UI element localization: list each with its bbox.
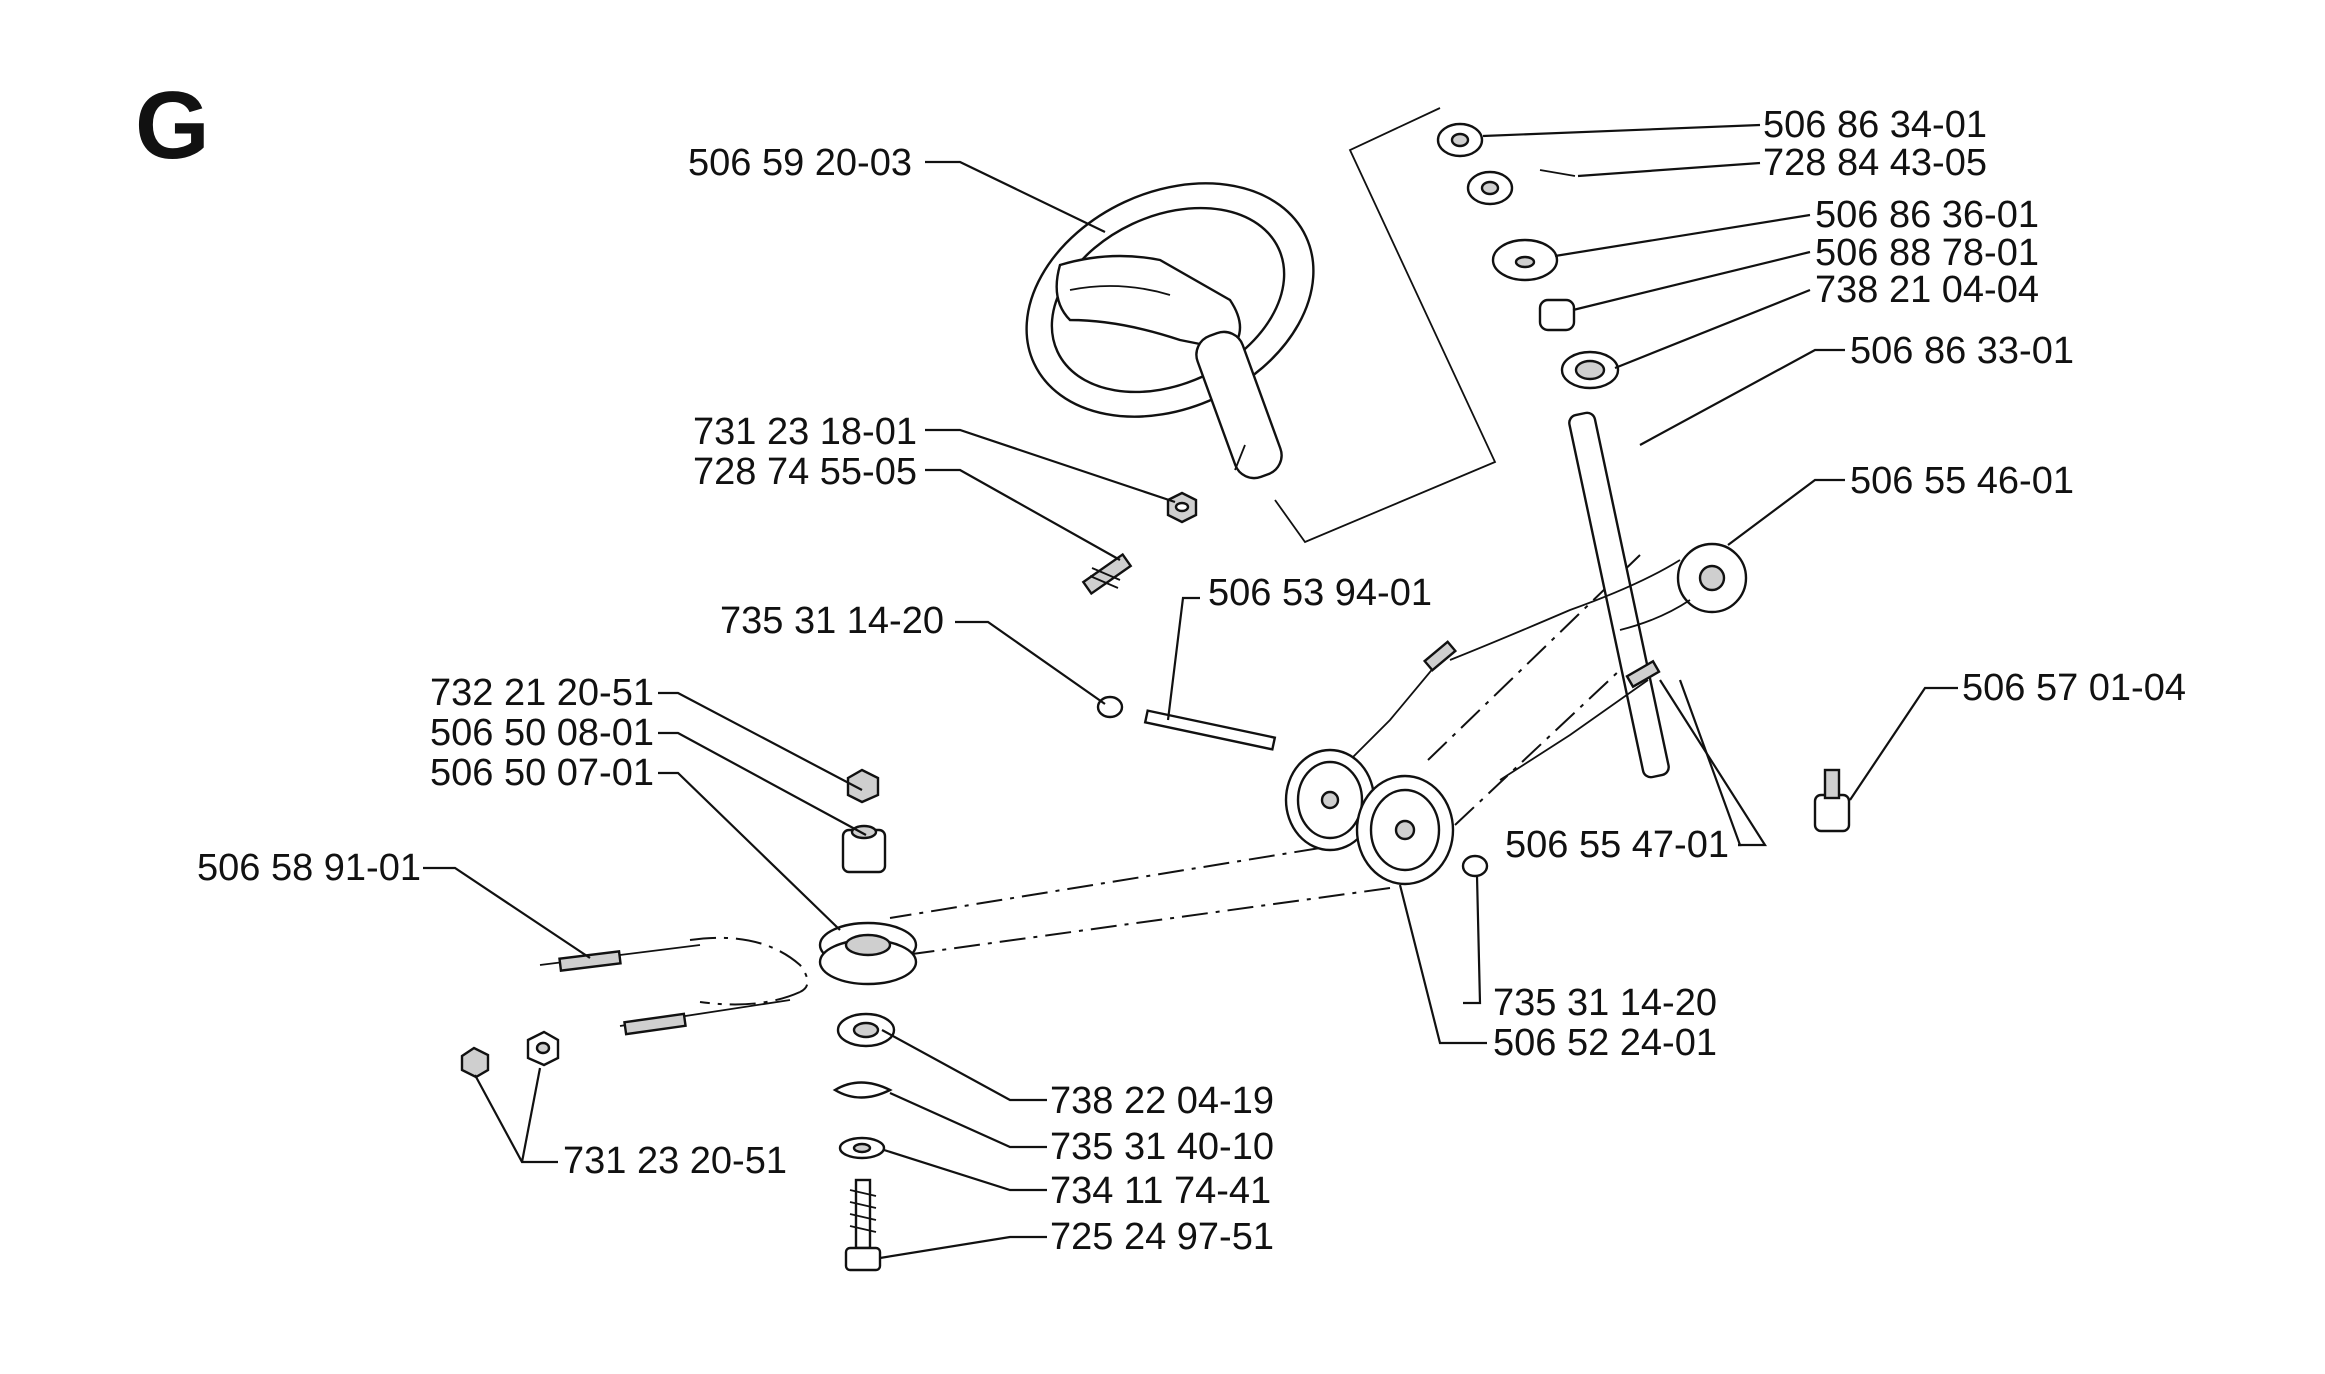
nut-731-23-18-01 bbox=[1166, 491, 1198, 524]
assembly-lines bbox=[689, 554, 1641, 1006]
nuts-731-23-20-51 bbox=[460, 1030, 560, 1079]
part-label-506-50-07-01: 506 50 07-01 bbox=[430, 752, 654, 794]
part-label-735-31-14-20-upper: 735 31 14-20 bbox=[720, 600, 944, 642]
cables bbox=[539, 640, 1661, 1036]
steering-wheel bbox=[1025, 182, 1315, 480]
part-label-728-74-55-05: 728 74 55-05 bbox=[693, 451, 917, 493]
part-label-506-59-20-03: 506 59 20-03 bbox=[688, 142, 912, 184]
part-label-506-58-91-01: 506 58 91-01 bbox=[197, 847, 421, 889]
upper-column-stack bbox=[1436, 122, 1670, 779]
part-number-labels: 506 59 20-03 731 23 18-01 728 74 55-05 5… bbox=[197, 104, 2186, 1258]
part-label-506-53-94-01: 506 53 94-01 bbox=[1208, 572, 1432, 614]
bracket-outline bbox=[1274, 107, 1497, 544]
bolt-506-57-01-04 bbox=[1813, 768, 1851, 833]
part-label-506-86-34-01: 506 86 34-01 bbox=[1763, 104, 1987, 146]
section-letter: G bbox=[135, 72, 210, 179]
part-label-735-31-40-10: 735 31 40-10 bbox=[1050, 1126, 1274, 1168]
part-label-506-55-47-01: 506 55 47-01 bbox=[1505, 824, 1729, 866]
part-label-728-84-43-05: 728 84 43-05 bbox=[1763, 142, 1987, 184]
leader-lines bbox=[423, 123, 1958, 1260]
part-label-738-21-04-04: 738 21 04-04 bbox=[1815, 269, 2039, 311]
lower-pivot-stack bbox=[818, 768, 918, 1272]
part-label-506-52-24-01: 506 52 24-01 bbox=[1493, 1022, 1717, 1064]
part-label-506-55-46-01: 506 55 46-01 bbox=[1850, 460, 2074, 502]
part-label-506-86-33-01: 506 86 33-01 bbox=[1850, 330, 2074, 372]
part-label-738-22-04-19: 738 22 04-19 bbox=[1050, 1080, 1274, 1122]
part-label-734-11-74-41: 734 11 74-41 bbox=[1050, 1170, 1271, 1212]
part-label-506-57-01-04: 506 57 01-04 bbox=[1962, 667, 2186, 709]
part-label-731-23-18-01: 731 23 18-01 bbox=[693, 411, 917, 453]
part-label-732-21-20-51: 732 21 20-51 bbox=[430, 672, 654, 714]
part-label-506-50-08-01: 506 50 08-01 bbox=[430, 712, 654, 754]
part-label-735-31-14-20-lower: 735 31 14-20 bbox=[1493, 982, 1717, 1024]
part-label-506-88-78-01: 506 88 78-01 bbox=[1815, 232, 2039, 274]
part-label-725-24-97-51: 725 24 97-51 bbox=[1050, 1216, 1274, 1258]
part-label-506-86-36-01: 506 86 36-01 bbox=[1815, 194, 2039, 236]
screw-728-74-55-05 bbox=[1081, 552, 1133, 596]
sprocket-and-chain bbox=[1449, 542, 1748, 661]
pulley-506-52-24-01 bbox=[1284, 748, 1455, 886]
part-label-731-23-20-51: 731 23 20-51 bbox=[563, 1140, 787, 1182]
